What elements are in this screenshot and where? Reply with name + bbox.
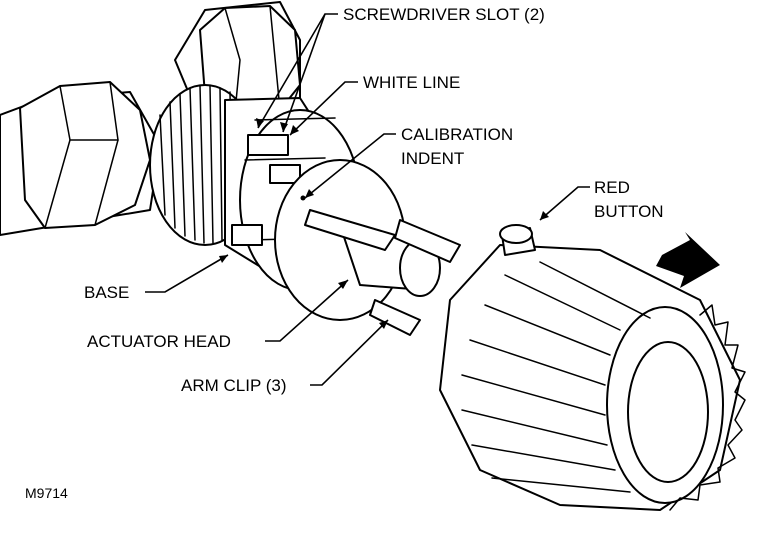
label-calibration-line1: CALIBRATION bbox=[401, 125, 513, 144]
label-red-line2: BUTTON bbox=[594, 202, 664, 221]
valve-body bbox=[0, 1, 301, 236]
direction-arrow bbox=[656, 232, 720, 288]
label-base: BASE bbox=[84, 283, 129, 302]
label-screwdriver-slot: SCREWDRIVER SLOT (2) bbox=[343, 5, 545, 24]
label-arm-clip: ARM CLIP (3) bbox=[181, 376, 287, 395]
actuator-head bbox=[231, 109, 461, 336]
label-white-line: WHITE LINE bbox=[363, 73, 460, 92]
figure-code: M9714 bbox=[25, 485, 68, 501]
leader-lines bbox=[145, 13, 590, 386]
label-calibration-line2: INDENT bbox=[401, 149, 464, 168]
label-red-line1: RED bbox=[594, 178, 630, 197]
label-actuator-head: ACTUATOR HEAD bbox=[87, 332, 231, 351]
knob bbox=[439, 224, 746, 511]
